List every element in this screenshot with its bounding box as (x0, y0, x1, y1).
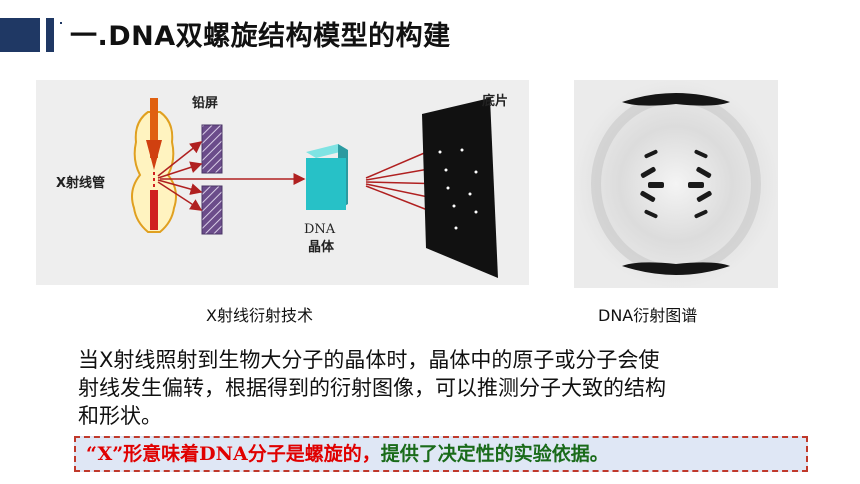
paragraph-line-3: 和形状。 (78, 404, 162, 428)
conclusion-note: “X”形意味着DNA分子是螺旋的，提供了决定性的实验依据。 (74, 436, 808, 472)
xray-tube-icon (131, 98, 177, 233)
xray-diffraction-diagram: X射线管 铅屏 DNA 晶体 底片 (36, 80, 529, 285)
page-title: 一.DNA双螺旋结构模型的构建 (70, 21, 451, 52)
header-dot (60, 22, 62, 24)
film-spots (438, 148, 478, 230)
label-crystal: 晶体 (308, 240, 335, 255)
note-highlight: “X”形意味着DNA分子是螺旋的， (86, 443, 381, 465)
label-lead-screen: 铅屏 (192, 96, 219, 111)
lead-screen-top (201, 124, 223, 174)
explanation-paragraph: 当X射线照射到生物大分子的晶体时，晶体中的原子或分子会使 射线发生偏转，根据得到… (78, 346, 798, 430)
header-bar-small (46, 18, 54, 52)
header-bar-large (0, 18, 40, 52)
tube-rays (157, 141, 203, 211)
label-film: 底片 (482, 94, 509, 109)
paragraph-line-2: 射线发生偏转，根据得到的衍射图像，可以推测分子大致的结构 (78, 376, 666, 400)
paragraph-line-1: 当X射线照射到生物大分子的晶体时，晶体中的原子或分子会使 (78, 348, 660, 372)
lead-screen-bottom (201, 185, 223, 235)
film-plate (422, 98, 498, 278)
note-secondary: 提供了决定性的实验依据。 (380, 443, 609, 465)
diagram-graphics (131, 98, 498, 278)
caption-dna-pattern: DNA衍射图谱 (598, 306, 698, 325)
dna-diffraction-pattern-image (574, 80, 778, 288)
label-xray-tube: X射线管 (56, 176, 106, 191)
caption-xray-technique: X射线衍射技术 (206, 306, 313, 325)
dna-crystal-icon (306, 144, 348, 210)
label-dna: DNA (304, 222, 336, 237)
